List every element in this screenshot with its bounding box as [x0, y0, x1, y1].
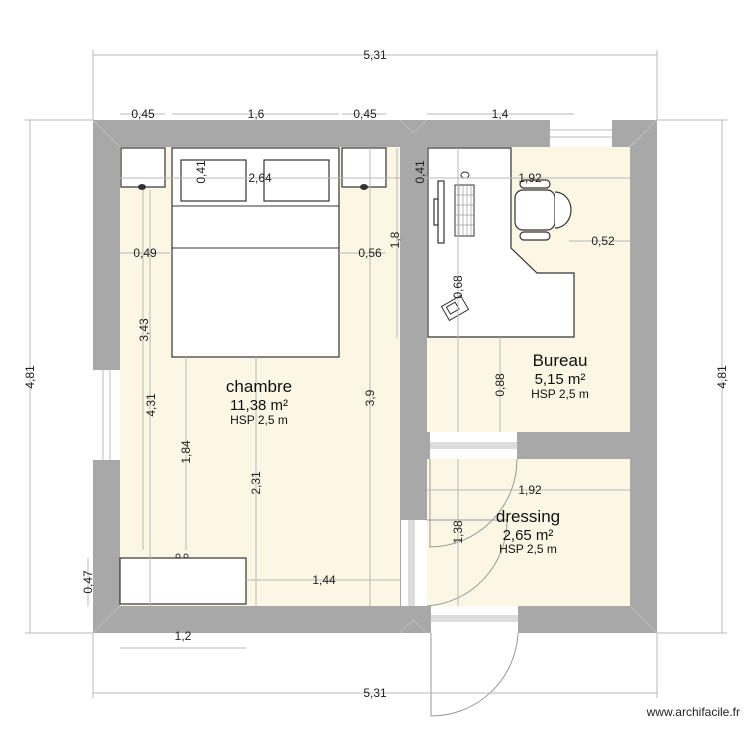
dim-total-width-top: 5,31 — [363, 48, 387, 62]
dim-chambre-h3: 3,9 — [363, 389, 377, 406]
dim-dresser-gap: 1,44 — [312, 573, 336, 587]
dim-chambre-h1: 3,43 — [137, 318, 151, 342]
wall-miters — [92, 119, 658, 634]
door-bureau-dressing[interactable] — [429, 432, 518, 548]
phone-icon — [440, 294, 470, 322]
dim-nightstand-left: 0,45 — [131, 107, 155, 121]
dim-total-height-right: 4,81 — [715, 365, 729, 389]
room-name: Bureau — [533, 351, 588, 370]
dressing-floor — [427, 459, 630, 606]
door-exterior[interactable] — [430, 606, 519, 717]
dim-chambre-h2: 4,31 — [144, 393, 158, 417]
room-label-chambre: chambre 11,38 m² HSP 2,5 m — [226, 377, 292, 427]
room-area: 5,15 m² — [535, 371, 586, 388]
dim-total-height-left: 4,81 — [23, 365, 37, 389]
dim-pillow-depth: 0,41 — [194, 160, 208, 184]
dim-bed-width: 1,6 — [248, 107, 265, 121]
monitor-icon — [437, 180, 445, 244]
plant-icon — [175, 553, 181, 559]
room-name: dressing — [496, 507, 560, 526]
dim-chambre-width: 2,64 — [248, 171, 272, 185]
dim-bureau-desk-depth: 0,41 — [413, 160, 427, 184]
dim-left-clearance: 0,49 — [133, 246, 157, 260]
dim-dressing-width: 1,92 — [518, 483, 542, 497]
dim-bureau-width: 1,92 — [518, 171, 542, 185]
dimension-labels: 5,31 5,31 4,81 4,81 0,45 1,6 0,45 1,4 0,… — [23, 48, 729, 700]
room-area: 11,38 m² — [230, 397, 288, 414]
dim-chambre-h5: 2,31 — [249, 471, 263, 495]
room-height: HSP 2,5 m — [499, 542, 557, 556]
window-bureau[interactable] — [550, 120, 612, 147]
room-label-bureau: Bureau 5,15 m² HSP 2,5 m — [531, 351, 589, 401]
monitor-stand — [433, 198, 439, 226]
dim-dresser-depth: 0,47 — [81, 570, 95, 594]
dim-nightstand-right: 0,45 — [353, 107, 377, 121]
dim-bureau-h2: 0,88 — [493, 373, 507, 397]
plant-icon — [183, 553, 189, 559]
dim-chambre-h4: 1,84 — [179, 440, 193, 464]
keyboard-icon — [454, 184, 475, 237]
room-height: HSP 2,5 m — [230, 413, 288, 427]
window-chambre[interactable] — [93, 370, 120, 460]
lamp-icon — [360, 184, 368, 190]
dim-total-width-bottom: 5,31 — [363, 686, 387, 700]
room-name: chambre — [226, 377, 292, 396]
nightstand-right — [341, 147, 387, 188]
dim-bureau-h1: 0,68 — [451, 275, 465, 299]
lamp-icon — [138, 184, 146, 190]
nightstand-left — [120, 147, 166, 188]
room-area: 2,65 m² — [503, 527, 554, 544]
dim-dresser-width: 1,2 — [175, 629, 192, 643]
dim-bureau-clearance: 0,52 — [591, 234, 615, 248]
dimension-lines — [25, 50, 727, 698]
dim-dressing-height: 1,38 — [451, 520, 465, 544]
room-label-dressing: dressing 2,65 m² HSP 2,5 m — [496, 507, 560, 556]
bed — [171, 147, 340, 358]
dresser — [119, 557, 247, 605]
dim-bed-length: 1,8 — [388, 231, 402, 248]
dim-right-clearance: 0,56 — [358, 246, 382, 260]
room-height: HSP 2,5 m — [531, 387, 589, 401]
office-chair — [514, 179, 572, 241]
door-chambre-dressing[interactable] — [401, 519, 508, 607]
dim-bureau-window-offset: 1,4 — [492, 107, 509, 121]
watermark: www.archifacile.fr — [646, 705, 740, 719]
